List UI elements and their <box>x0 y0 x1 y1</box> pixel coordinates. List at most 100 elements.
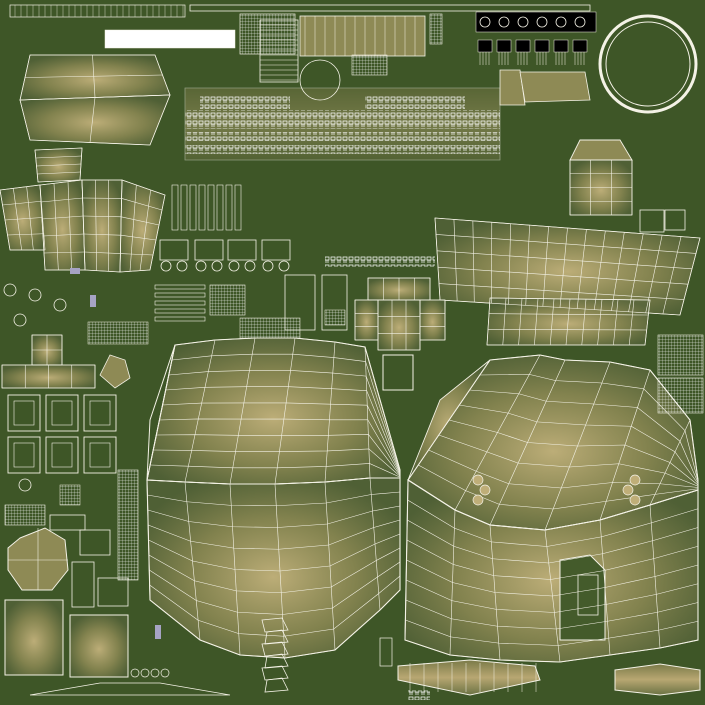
box-frame <box>83 436 117 474</box>
knob-icon <box>536 16 548 28</box>
joint-icon <box>13 313 27 327</box>
right-shell-left-wing <box>407 359 491 481</box>
right-upper-block-v-edge <box>435 234 697 254</box>
truss-segment <box>264 629 289 645</box>
right-upper-block-u-edge <box>542 226 549 307</box>
truss-segment <box>261 641 289 657</box>
knob-icon <box>555 16 567 28</box>
cart-part <box>159 239 189 261</box>
leg-part <box>171 184 179 231</box>
knob-icon <box>574 16 586 28</box>
bracket-block <box>534 39 550 53</box>
center-shell-upper-u-edge <box>274 337 296 485</box>
octagon-small <box>99 354 131 389</box>
bottom-sweep <box>29 682 231 696</box>
cylinder-a <box>499 69 526 106</box>
left-flap-d-u-edge <box>149 194 166 271</box>
right-upper-block-u-edge <box>434 217 441 301</box>
small-ring-icon <box>160 668 170 678</box>
right-shell-upper-v-edge <box>418 464 699 510</box>
small-panel <box>49 514 86 531</box>
small-seat-row <box>325 255 435 267</box>
tex-square-a <box>4 599 64 676</box>
bracket-block <box>515 39 531 53</box>
center-shell-upper-u-edge <box>364 346 371 479</box>
center-shell-upper-v-edge <box>150 463 401 478</box>
small-panel <box>639 209 665 233</box>
lavender-patch <box>155 625 161 639</box>
top-left-panel-lower-u-edge <box>149 94 171 146</box>
left-flap-top-v-edge <box>37 179 81 183</box>
wheel-icon <box>211 260 223 272</box>
seat-row <box>185 145 500 154</box>
grid-part <box>239 317 301 339</box>
bar-part <box>154 292 206 298</box>
box-frame <box>45 394 79 432</box>
right-upper-base-u-edge <box>613 299 619 346</box>
seat-row <box>185 120 500 129</box>
left-flap-b-u-edge <box>53 183 59 271</box>
center-shell-lower-v-edge <box>149 561 401 615</box>
grid-part <box>324 309 346 326</box>
cart-part <box>227 239 257 261</box>
center-shell-upper-v-edge <box>171 353 401 471</box>
bar-part <box>154 316 206 322</box>
left-flap-a-v-edge <box>4 217 43 221</box>
bracket-block <box>572 39 588 53</box>
top-half-ring <box>299 59 341 101</box>
center-shell-upper-u-edge <box>229 337 256 485</box>
bracket-block <box>477 39 493 53</box>
right-upper-base-u-edge <box>597 299 603 346</box>
top-left-panel-lower-v-edge <box>19 94 171 101</box>
cylinder-b <box>519 71 591 103</box>
left-flap-b-v-edge <box>39 179 83 186</box>
right-upper-block-u-edge <box>679 237 701 316</box>
bar-part <box>154 300 206 306</box>
right-upper-base-u-edge <box>565 298 571 346</box>
beam-r-fill <box>419 299 446 341</box>
right-shell-lower-v-edge <box>405 619 699 646</box>
top-narrow-grid <box>429 13 443 45</box>
left-flap-a-v-edge <box>0 184 41 191</box>
grid-block-right <box>657 334 704 376</box>
joint-icon <box>18 478 32 492</box>
small-panel <box>379 637 393 667</box>
grid-block-right <box>657 377 704 414</box>
accent-layer <box>3 16 704 700</box>
left-flap-d-v-edge <box>121 179 166 196</box>
ring-inner <box>605 21 691 107</box>
grid-part <box>59 484 81 506</box>
right-upper-base-v-edge <box>489 297 651 301</box>
top-left-panel-upper-v-edge <box>24 74 163 78</box>
top-small-grid <box>351 54 388 76</box>
lavender-patch <box>90 295 96 307</box>
small-panel <box>664 209 686 231</box>
bracket-block <box>496 39 512 53</box>
ring-outer <box>598 14 698 114</box>
top-strip-a <box>9 4 186 18</box>
left-flap-c-fill <box>81 179 123 273</box>
right-shell-upper-v-edge <box>459 404 699 484</box>
left-flap-c-v-edge <box>83 215 122 218</box>
leg-part <box>189 184 197 231</box>
left-flap-top-v-edge <box>37 171 81 175</box>
wheel-icon <box>228 260 240 272</box>
center-shell-upper-v-edge <box>156 434 401 476</box>
wheel-icon <box>176 260 188 272</box>
truss-segment <box>261 617 289 633</box>
left-flap-d-u-edge <box>119 179 123 273</box>
right-shell-upper-v-edge <box>469 389 699 483</box>
bar-part <box>154 284 206 290</box>
center-shell-upper-v-edge <box>162 402 401 474</box>
right-upper-block-u-edge <box>453 219 458 302</box>
grid-column <box>117 469 139 581</box>
joint-icon <box>28 288 42 302</box>
left-flap-a-v-edge <box>7 233 44 236</box>
left-flap-b-v-edge <box>40 197 83 203</box>
right-shell-upper-v-edge <box>438 434 699 487</box>
top-wide-block <box>299 15 426 57</box>
right-upper-block-u-edge <box>559 227 568 308</box>
small-seat-row <box>408 690 430 700</box>
right-upper-base-u-edge <box>502 298 507 346</box>
left-flap-d-v-edge <box>119 269 151 273</box>
